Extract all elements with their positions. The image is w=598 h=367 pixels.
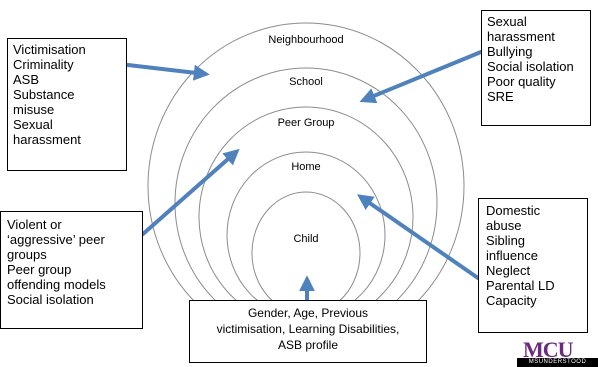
arrow-neighbourhood: [126, 63, 210, 81]
factor-text: ASB: [13, 72, 40, 87]
factor-text: groups: [7, 247, 47, 262]
factor-text: victimisation, Learning Disabilities,: [216, 322, 400, 336]
factor-text: influence: [486, 248, 539, 263]
factor-text: Sexual: [13, 117, 53, 132]
factor-text: Poor quality: [487, 74, 556, 89]
factor-text: Criminality: [13, 57, 74, 72]
factor-text: Bullying: [487, 44, 533, 59]
factor-text: Sexual: [487, 14, 527, 29]
ring-label-peer-group: Peer Group: [278, 117, 335, 129]
child-factors-box: Gender, Age, Previous victimisation, Lea…: [189, 300, 427, 363]
logo-strip: MSUNDERSTOOD: [517, 358, 598, 367]
factor-text: Parental LD: [486, 278, 555, 293]
arrow-peer-group: [141, 148, 240, 236]
arrow-home: [357, 194, 480, 280]
factor-text: harassment: [487, 29, 555, 44]
factor-text: Violent or: [7, 217, 62, 232]
factor-text: Substance: [13, 87, 75, 102]
logo-word: MCU: [523, 337, 574, 362]
factor-text: ‘aggressive’ peer: [7, 232, 105, 247]
factor-text: Sibling: [486, 233, 526, 248]
factor-text: Domestic: [486, 203, 541, 218]
neighbourhood-factors-box: Victimisation Criminality ASB Substance …: [7, 38, 127, 171]
factor-text: abuse: [486, 218, 522, 233]
factor-text: harassment: [13, 132, 81, 147]
ring-label-neighbourhood: Neighbourhood: [268, 34, 343, 46]
arrow-school: [359, 50, 483, 104]
factor-text: Neglect: [486, 263, 531, 278]
factor-text: SRE: [487, 89, 514, 104]
factor-text: offending models: [7, 277, 106, 292]
peer-group-factors-box: Violent or ‘aggressive’ peer groups Peer…: [0, 211, 143, 329]
ring-label-child: Child: [293, 233, 318, 245]
factor-text: Social isolation: [7, 292, 94, 307]
msunderstood-logo: MCU MSUNDERSTOOD: [517, 339, 598, 367]
factor-text: ASB profile: [277, 338, 339, 352]
factor-text: Peer group: [7, 262, 72, 277]
factor-text: Gender, Age, Previous: [247, 306, 369, 320]
ring-label-school: School: [289, 76, 323, 88]
home-factors-box: Domestic abuse Sibling influence Neglect…: [478, 198, 588, 333]
school-factors-box: Sexual harassment Bullying Social isolat…: [481, 10, 591, 126]
factor-text: Victimisation: [13, 42, 86, 57]
factor-text: Capacity: [486, 293, 537, 308]
factor-text: misuse: [13, 102, 55, 117]
ring-label-home: Home: [291, 161, 320, 173]
factor-text: Social isolation: [487, 59, 574, 74]
